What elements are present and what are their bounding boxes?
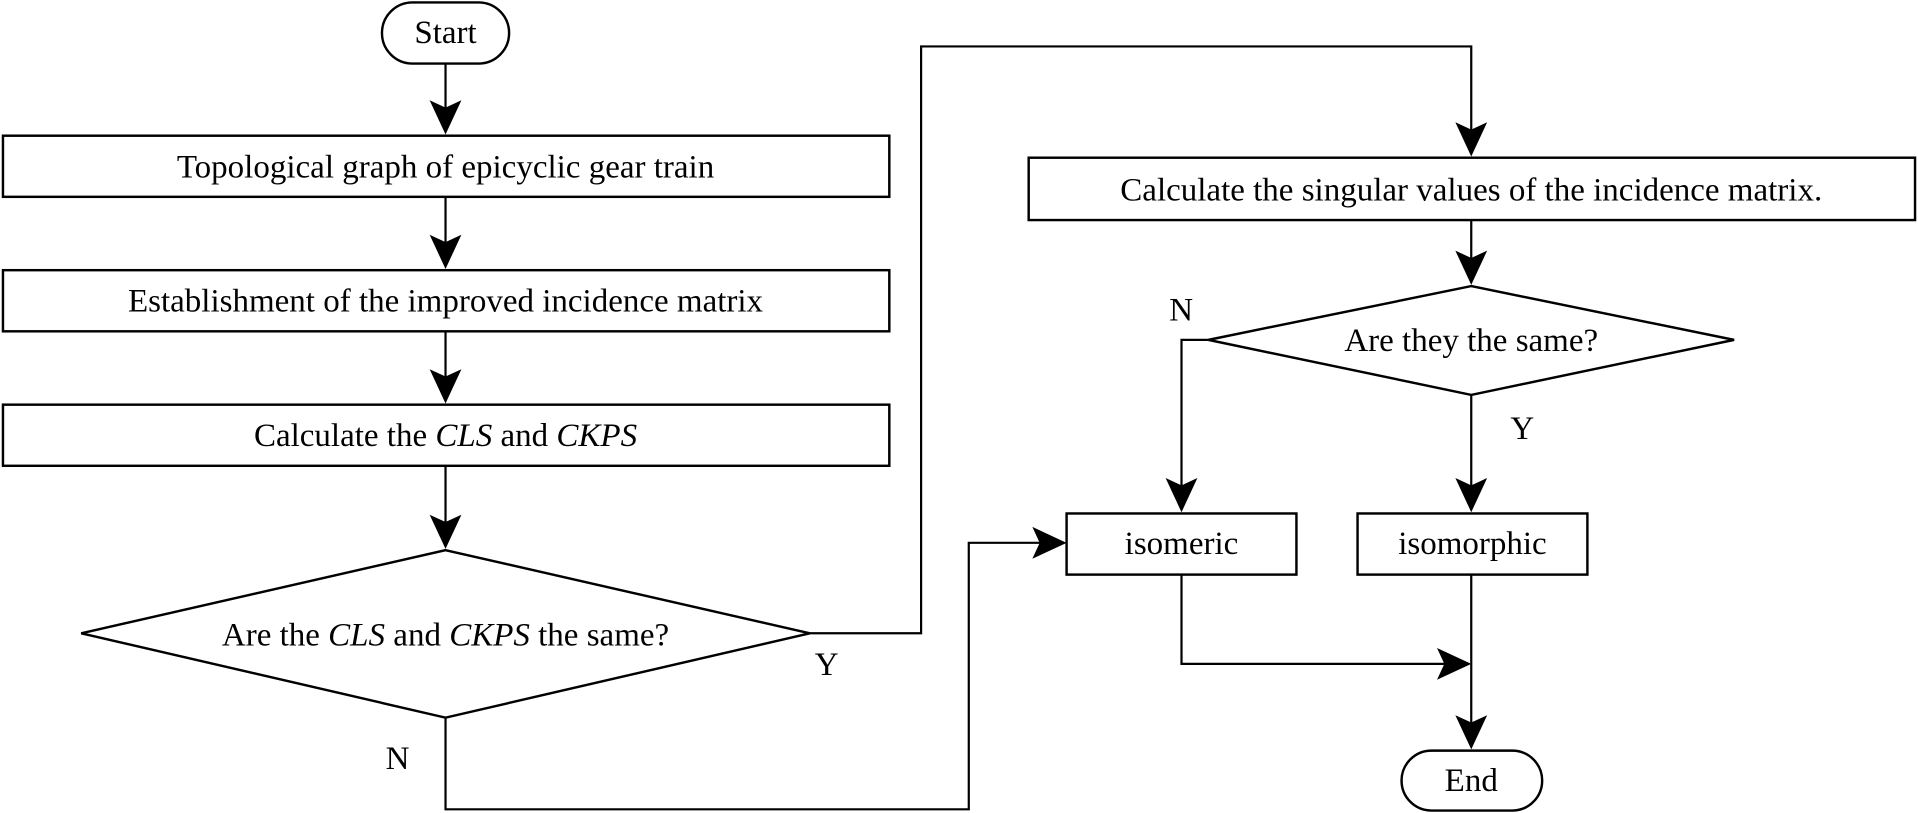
arrowhead-down [429,369,462,404]
decision2-label: Are they the same? [1344,323,1598,359]
decision1-label: Are the CLS and CKPS the same? [222,618,669,654]
node-decision-cls-ckps: Are the CLS and CKPS the same? [80,548,811,719]
matrix-label: Establishment of the improved incidence … [128,284,764,320]
ckps-term: CKPS [556,418,637,454]
decision1-no-label: N [386,741,410,777]
arrowhead-down [1455,122,1488,157]
connectors [444,45,1473,811]
node-incidence-matrix: Establishment of the improved incidence … [1,268,891,333]
process-box [1065,512,1298,576]
cls-term: CLS [328,618,385,654]
start-label: Start [414,15,476,51]
node-isomorphic: isomorphic [1356,512,1589,576]
process-box [1356,512,1589,576]
process-box [1,268,891,333]
arrowhead-down [429,514,462,549]
decision1-label-part: Are the [222,618,328,654]
edge-isomeric-merge [1180,574,1453,665]
isomorphic-label: isomorphic [1398,526,1546,562]
node-singular-values: Calculate the singular values of the inc… [1027,156,1917,222]
node-end: End [1400,749,1544,812]
decision1-label-part: and [385,618,449,654]
ckps-term: CKPS [449,618,530,654]
cls-term: CLS [435,418,492,454]
node-calculate-cls-ckps: Calculate the CLS and CKPS [1,403,891,468]
process-box [1027,156,1917,222]
arrowhead-down [1455,250,1488,285]
decision1-yes-label: Y [815,647,839,683]
decision1-label-part: the same? [530,618,669,654]
arrowhead-down [1165,478,1198,513]
calc-label: Calculate the CLS and CKPS [254,418,637,454]
end-label: End [1445,763,1499,799]
edge-decision1-no-isomeric [444,541,1048,811]
edge-decision2-no-isomeric [1180,338,1209,494]
arrowhead-down [429,234,462,269]
edge-decision1-yes-singular [809,45,1473,635]
node-isomeric: isomeric [1065,512,1298,576]
arrowhead-down [429,100,462,135]
topo-label: Topological graph of epicyclic gear trai… [177,149,714,185]
arrowhead-down [1455,715,1488,750]
arrowhead-right [1032,526,1067,559]
terminal-shape [1400,749,1544,812]
node-start: Start [380,1,511,65]
terminal-shape [380,1,511,65]
arrowhead-down [1455,478,1488,513]
decision-diamond [80,548,811,719]
arrowheads [429,100,1488,750]
isomeric-label: isomeric [1125,526,1239,562]
process-box [1,134,891,199]
calc-label-part: and [492,418,556,454]
node-topological-graph: Topological graph of epicyclic gear trai… [1,134,891,199]
decision-diamond [1208,284,1735,397]
calc-label-part: Calculate the [254,418,435,454]
node-decision-same: Are they the same? [1208,284,1735,397]
arrowhead-right [1437,647,1472,680]
decision2-yes-label: Y [1510,411,1534,447]
singular-label: Calculate the singular values of the inc… [1120,172,1822,208]
decision2-no-label: N [1169,292,1193,328]
process-box [1,403,891,468]
